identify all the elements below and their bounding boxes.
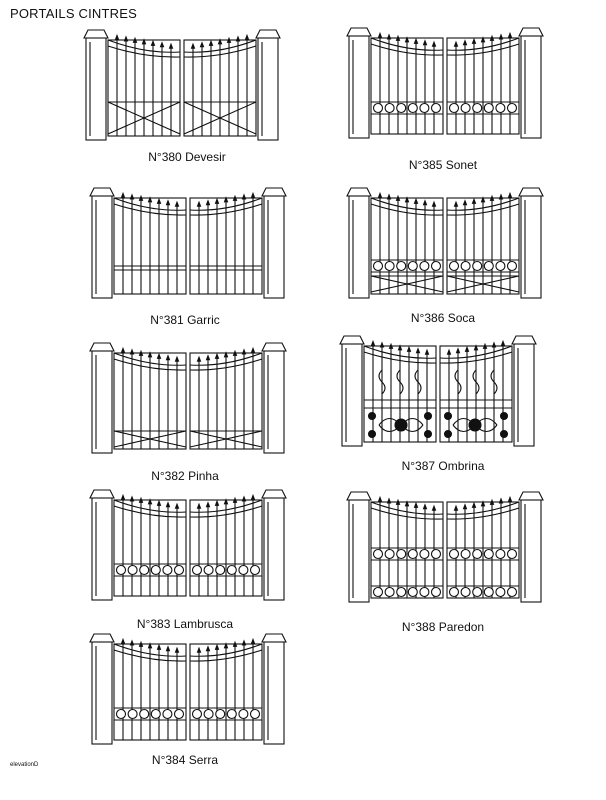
footer-note: elevationD <box>10 762 39 768</box>
gate-name: Paredon <box>438 620 485 634</box>
gate-drawing-383 <box>88 484 288 606</box>
gate-drawing-384 <box>88 628 288 750</box>
gate-name: Garric <box>187 313 220 327</box>
gate-drawing-387 <box>338 330 538 452</box>
gate-caption-388: N°388 Paredon <box>368 620 518 634</box>
gate-drawing-388 <box>345 486 545 608</box>
gate-drawing-386 <box>345 182 545 304</box>
gate-number: N°386 <box>410 311 445 325</box>
gate-number: N°383 <box>136 617 171 631</box>
gate-name: Soca <box>447 311 476 325</box>
gate-caption-383: N°383 Lambrusca <box>100 617 270 631</box>
gate-number: N°381 <box>150 313 184 327</box>
gate-name: Devesir <box>185 150 226 164</box>
gate-name: Lambrusca <box>173 617 234 631</box>
gate-name: Pinha <box>188 469 219 483</box>
gate-caption-381: N°381 Garric <box>110 313 260 327</box>
gate-caption-386: N°386 Soca <box>368 311 518 325</box>
gate-number: N°382 <box>151 469 185 483</box>
gate-number: N°385 <box>408 158 443 172</box>
gate-drawing-385 <box>345 22 545 144</box>
gate-number: N°387 <box>401 459 436 473</box>
gate-drawing-380 <box>82 24 282 146</box>
gate-name: Ombrina <box>438 459 485 473</box>
gate-caption-382: N°382 Pinha <box>110 469 260 483</box>
gate-number: N°384 <box>151 753 186 767</box>
gate-name: Serra <box>188 753 219 767</box>
gate-name: Sonet <box>445 158 478 172</box>
gate-number: N°388 <box>401 620 436 634</box>
gate-caption-387: N°387 Ombrina <box>368 459 518 473</box>
gate-caption-380: N°380 Devesir <box>112 150 262 164</box>
gate-drawing-382 <box>88 337 288 459</box>
page-title: PORTAILS CINTRES <box>10 6 137 21</box>
gate-caption-385: N°385 Sonet <box>368 158 518 172</box>
gate-drawing-381 <box>88 182 288 304</box>
gate-number: N°380 <box>148 150 182 164</box>
gate-caption-384: N°384 Serra <box>110 753 260 767</box>
